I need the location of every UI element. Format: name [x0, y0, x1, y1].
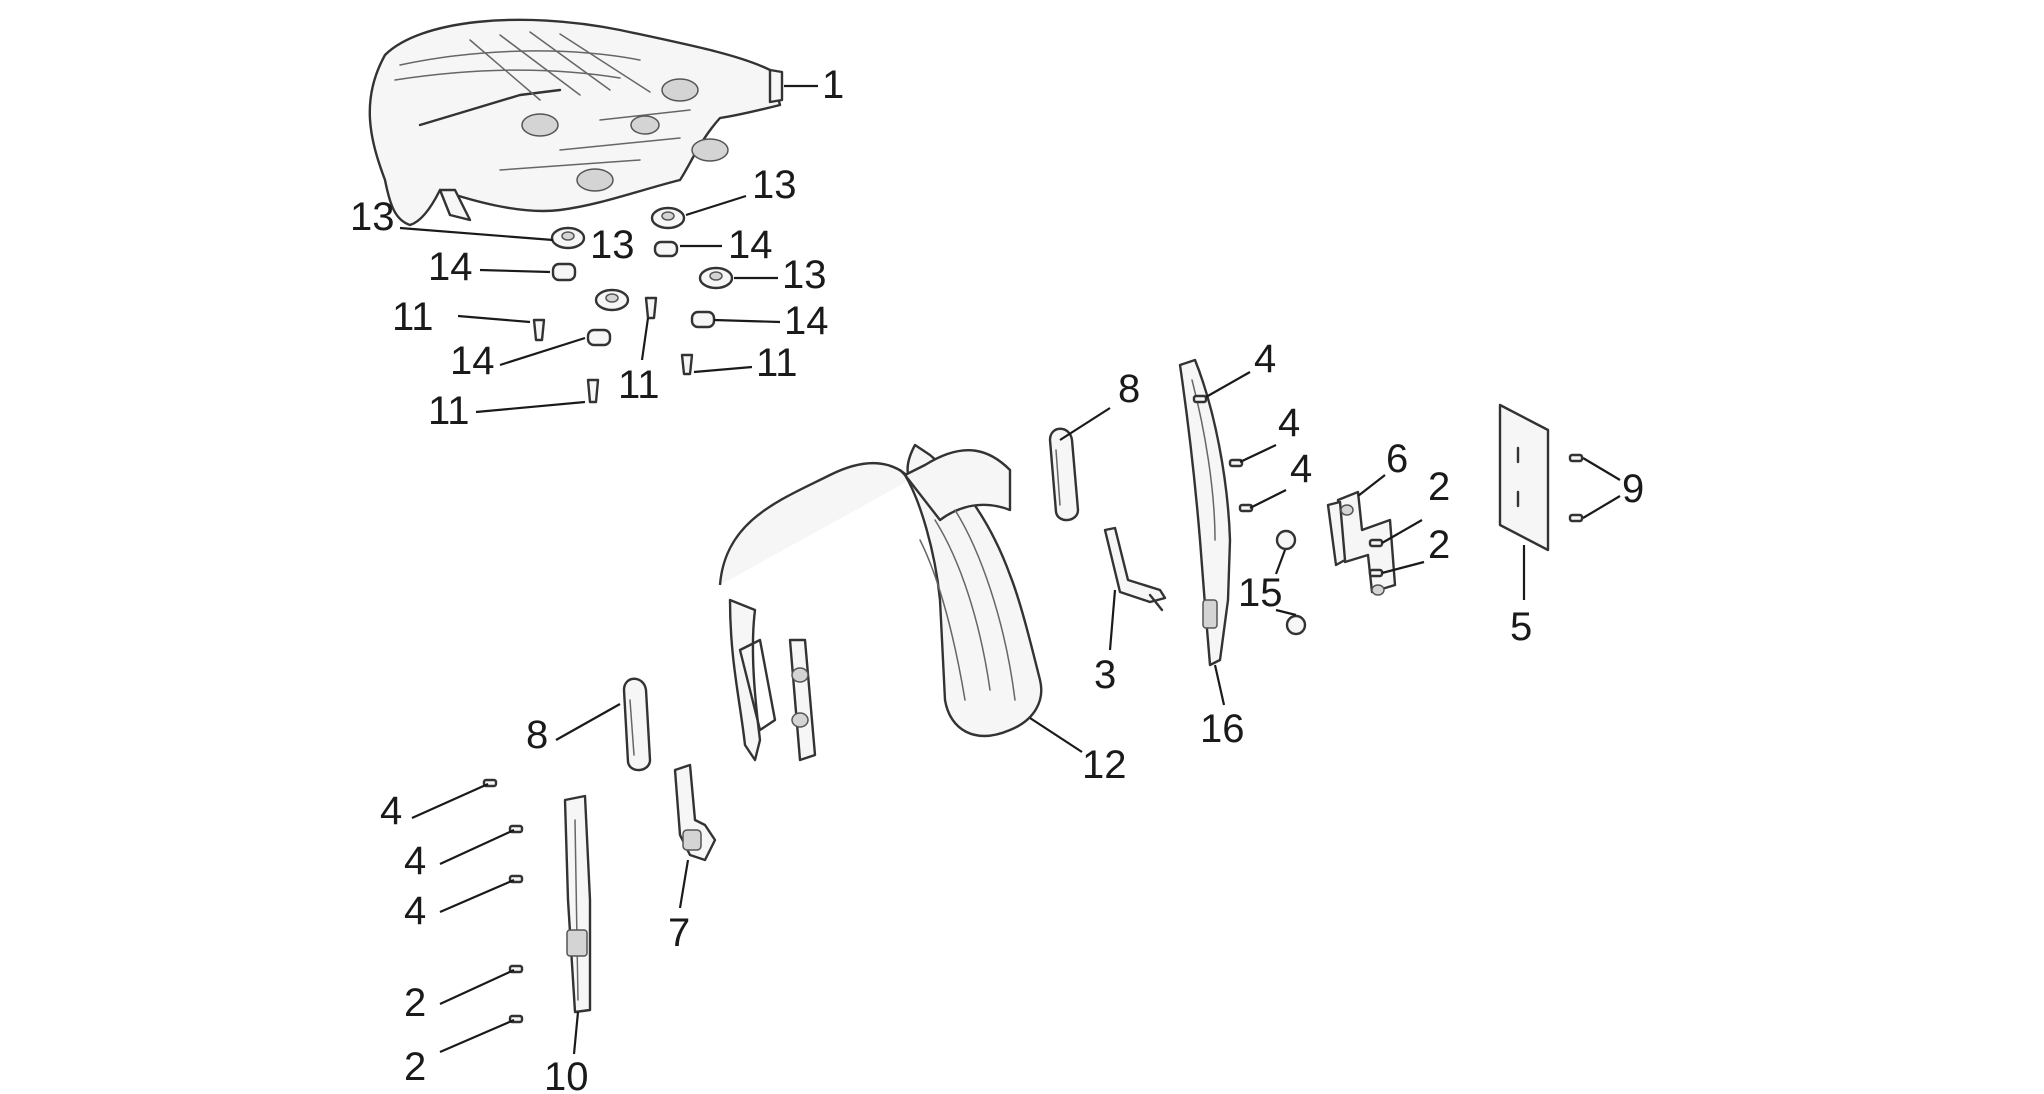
bushing-14-b [653, 240, 679, 258]
part-10-left-fork-slider [563, 794, 592, 1014]
part-3-bracket [1103, 526, 1167, 612]
callout-13c: 13 [590, 223, 635, 267]
bushing-14-a [551, 262, 577, 282]
part-8-upper-pad [1048, 427, 1080, 522]
part-12-front-fender [718, 443, 1043, 762]
callout-13b: 13 [752, 163, 797, 207]
part-1-upper-cowl [368, 18, 784, 227]
callout-11c: 11 [756, 341, 798, 385]
callout-16: 16 [1200, 707, 1245, 751]
callout-13d: 13 [782, 253, 827, 297]
callout-13a: 13 [350, 195, 395, 239]
part-5-plate [1498, 403, 1550, 552]
callout-12: 12 [1082, 743, 1127, 787]
bushing-14-c [586, 328, 612, 347]
callout-4b: 4 [1278, 401, 1300, 445]
callout-15: 15 [1238, 571, 1283, 615]
callout-4d: 4 [380, 789, 402, 833]
callout-7: 7 [668, 911, 690, 955]
callout-numbers: 1 13 13 13 13 14 14 14 14 11 11 11 11 8 … [350, 63, 1644, 1094]
part-15-nuts [1275, 529, 1307, 636]
part-6-u-bracket [1326, 490, 1397, 596]
callout-14b: 14 [728, 223, 773, 267]
callout-8b: 8 [526, 713, 548, 757]
callout-2c: 2 [404, 981, 426, 1025]
callout-4f: 4 [404, 889, 426, 933]
callout-6: 6 [1386, 437, 1408, 481]
callout-8a: 8 [1118, 367, 1140, 411]
callout-4e: 4 [404, 839, 426, 883]
callout-4c: 4 [1290, 447, 1312, 491]
callout-14a: 14 [428, 245, 473, 289]
callout-2d: 2 [404, 1045, 426, 1089]
callout-1: 1 [822, 63, 844, 107]
callout-9: 9 [1622, 467, 1644, 511]
washers-and-fasteners-cluster [532, 206, 734, 404]
part-8-lower-pad [622, 677, 652, 772]
bolt-11-c [680, 353, 694, 376]
callout-14d: 14 [450, 339, 495, 383]
callout-2b: 2 [1428, 523, 1450, 567]
bolt-11-a [532, 318, 546, 342]
callout-3: 3 [1094, 653, 1116, 697]
callout-4a: 4 [1254, 337, 1276, 381]
bolt-11-b [644, 296, 658, 320]
callout-14c: 14 [784, 299, 829, 343]
part-7-clip [673, 763, 717, 862]
callout-5: 5 [1510, 605, 1532, 649]
leader-lines [399, 84, 1621, 1055]
part-16-right-fork-slider [1178, 358, 1232, 667]
bushing-14-d [690, 310, 716, 329]
callout-11a: 11 [392, 295, 434, 339]
bolt-11-d [586, 378, 600, 404]
callout-11d: 11 [428, 389, 470, 433]
callout-2a: 2 [1428, 465, 1450, 509]
callout-11b: 11 [618, 363, 660, 407]
callout-10: 10 [544, 1055, 589, 1094]
